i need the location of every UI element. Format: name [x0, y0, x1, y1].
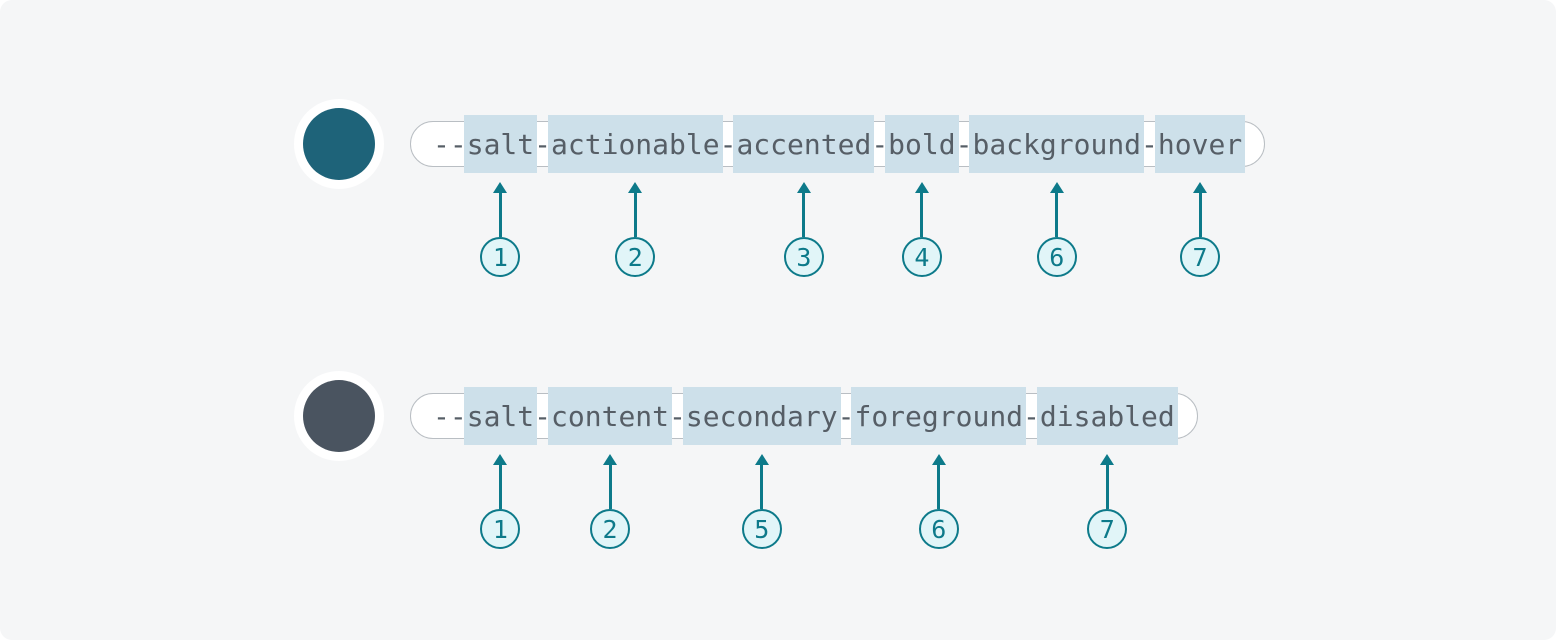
- arrow-line: [1105, 464, 1109, 509]
- arrow-line: [633, 192, 637, 237]
- arrow-head-icon: [1049, 182, 1064, 193]
- marker-number-badge: 6: [918, 509, 959, 549]
- token-separator: -: [1141, 127, 1158, 161]
- token-separator: -: [1023, 399, 1040, 433]
- marker-number-badge: 3: [783, 237, 824, 277]
- segment-markers: 1 2 5 6 7: [0, 454, 1556, 551]
- segment-marker-1: 1: [480, 182, 521, 277]
- arrow-up-icon: [914, 182, 929, 237]
- segment-marker-4: 4: [901, 182, 942, 277]
- token-segment-actionable: actionable: [548, 115, 723, 173]
- arrow-head-icon: [796, 182, 811, 193]
- token-segment-salt: salt: [463, 115, 538, 173]
- token-segment-disabled: disabled: [1036, 387, 1178, 445]
- marker-number-badge: 2: [615, 237, 656, 277]
- arrow-line: [1198, 192, 1202, 237]
- marker-number-badge: 6: [1036, 237, 1077, 277]
- arrow-head-icon: [493, 182, 508, 193]
- token-pill: --salt-content-secondary-foreground-disa…: [410, 387, 1198, 445]
- marker-number-badge: 7: [1087, 509, 1128, 549]
- arrow-up-icon: [931, 454, 946, 509]
- arrow-head-icon: [1100, 454, 1115, 465]
- marker-number-badge: 1: [480, 237, 521, 277]
- color-swatch: [303, 380, 375, 452]
- token-row-content: --salt-content-secondary-foreground-disa…: [0, 371, 1556, 551]
- arrow-up-icon: [1193, 182, 1208, 237]
- arrow-head-icon: [628, 182, 643, 193]
- segment-markers: 1 2 3 4 6 7: [0, 182, 1556, 279]
- marker-number-badge: 5: [741, 509, 782, 549]
- token-separator: -: [719, 127, 737, 161]
- arrow-line: [498, 464, 502, 509]
- token-segment-salt: salt: [463, 387, 538, 445]
- arrow-head-icon: [914, 182, 929, 193]
- token-segment-bold: bold: [885, 115, 959, 173]
- arrow-up-icon: [796, 182, 811, 237]
- arrow-head-icon: [754, 454, 769, 465]
- token-prefix: --: [433, 399, 467, 433]
- token-segment-content: content: [548, 387, 673, 445]
- arrow-head-icon: [493, 454, 508, 465]
- color-swatch-ring: [294, 99, 384, 189]
- arrow-up-icon: [493, 182, 508, 237]
- arrow-line: [920, 192, 924, 237]
- marker-number-badge: 7: [1180, 237, 1221, 277]
- token-separator: -: [837, 399, 855, 433]
- segment-marker-5: 5: [741, 454, 782, 549]
- token-segment-accented: accented: [733, 115, 875, 173]
- arrow-line: [760, 464, 764, 509]
- token-segment-foreground: foreground: [851, 387, 1027, 445]
- arrow-line: [937, 464, 941, 509]
- arrow-head-icon: [1193, 182, 1208, 193]
- token-separator: -: [871, 127, 889, 161]
- arrow-line: [498, 192, 502, 237]
- segment-marker-2: 2: [590, 454, 631, 549]
- marker-number-badge: 2: [590, 509, 631, 549]
- color-swatch-ring: [294, 371, 384, 461]
- token-name: --salt-actionable-accented-bold-backgrou…: [410, 115, 1265, 173]
- arrow-up-icon: [1100, 454, 1115, 509]
- arrow-up-icon: [628, 182, 643, 237]
- token-name: --salt-content-secondary-foreground-disa…: [410, 387, 1198, 445]
- arrow-line: [608, 464, 612, 509]
- arrow-line: [802, 192, 806, 237]
- arrow-head-icon: [603, 454, 618, 465]
- token-separator: -: [955, 127, 973, 161]
- token-pill: --salt-actionable-accented-bold-backgrou…: [410, 115, 1266, 173]
- segment-marker-7: 7: [1180, 182, 1221, 277]
- arrow-up-icon: [1049, 182, 1064, 237]
- token-separator: -: [669, 399, 686, 433]
- token-prefix: --: [433, 127, 467, 161]
- token-segment-hover: hover: [1154, 115, 1246, 173]
- token-row-actionable: --salt-actionable-accented-bold-backgrou…: [0, 99, 1556, 279]
- marker-number-badge: 1: [480, 509, 521, 549]
- segment-marker-3: 3: [783, 182, 824, 277]
- segment-marker-6: 6: [1036, 182, 1077, 277]
- arrow-up-icon: [754, 454, 769, 509]
- segment-marker-2: 2: [615, 182, 656, 277]
- segment-marker-1: 1: [480, 454, 521, 549]
- token-separator: -: [534, 127, 552, 161]
- marker-number-badge: 4: [901, 237, 942, 277]
- arrow-up-icon: [603, 454, 618, 509]
- arrow-up-icon: [493, 454, 508, 509]
- color-swatch: [303, 108, 375, 180]
- token-separator: -: [534, 399, 552, 433]
- arrow-head-icon: [931, 454, 946, 465]
- segment-marker-7: 7: [1087, 454, 1128, 549]
- token-segment-background: background: [969, 115, 1145, 173]
- token-segment-secondary: secondary: [682, 387, 841, 445]
- arrow-line: [1055, 192, 1059, 237]
- segment-marker-6: 6: [918, 454, 959, 549]
